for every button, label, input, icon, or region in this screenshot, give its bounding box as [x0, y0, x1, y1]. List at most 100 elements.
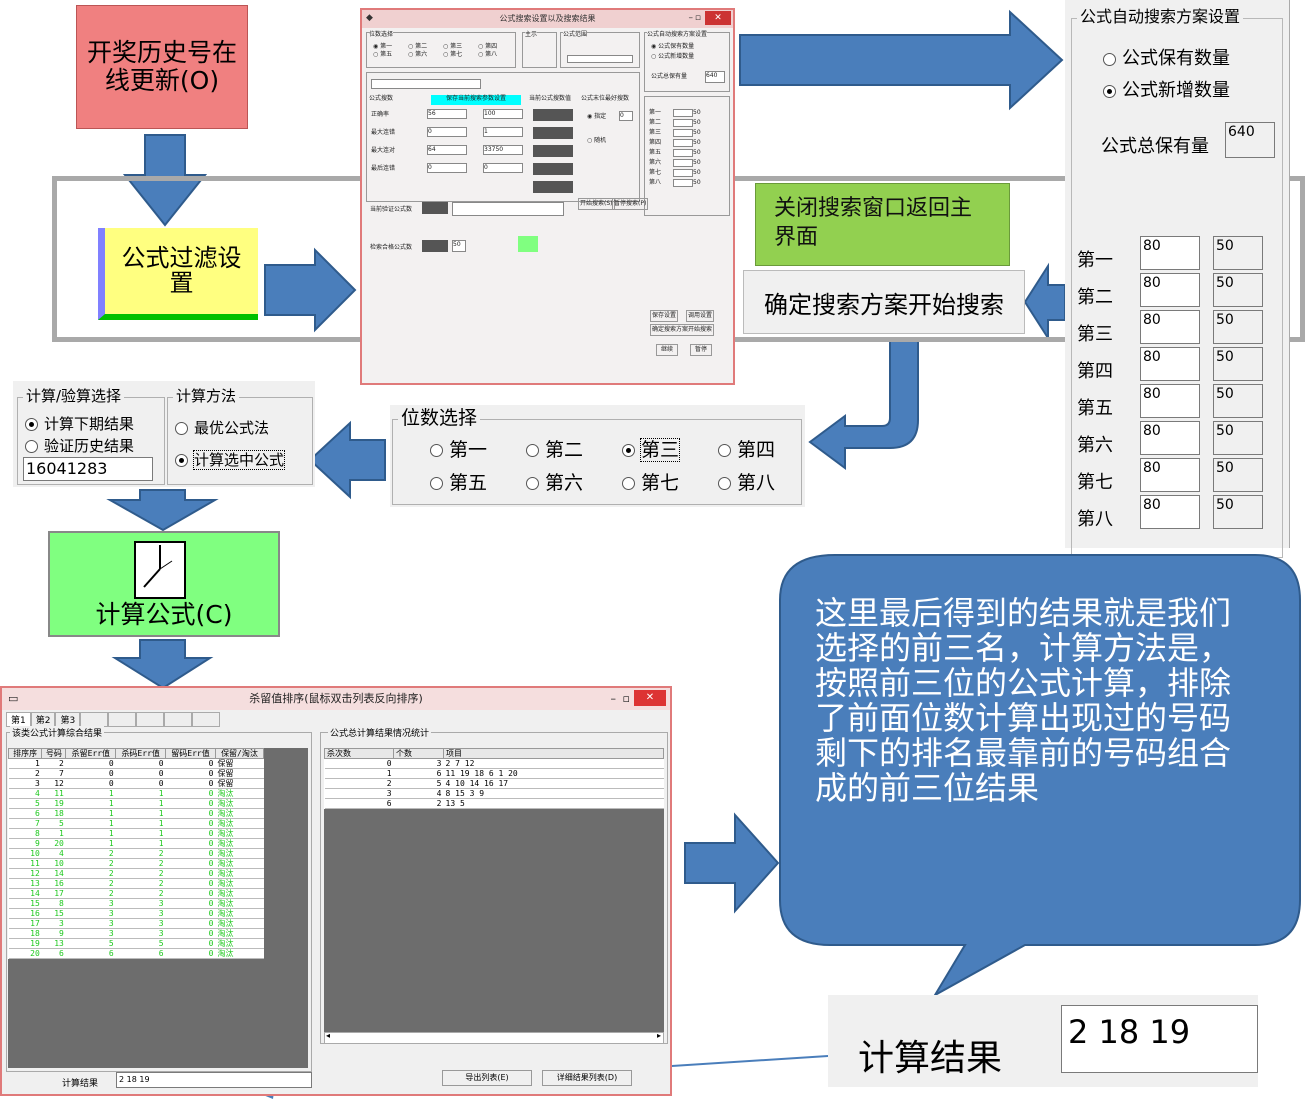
auto-row-keep-input[interactable]: 80 [1140, 310, 1200, 344]
auto-total-value[interactable]: 640 [1225, 122, 1275, 158]
mini-pos-8[interactable]: ○ 第八 [478, 51, 498, 58]
column-header[interactable]: 保留/淘汰 [214, 748, 265, 759]
position-option[interactable]: 第三 [622, 435, 718, 462]
close-icon[interactable]: ✕ [705, 11, 731, 25]
maximize-icon[interactable]: ▫ [694, 13, 701, 23]
result-zoom-value[interactable]: 2 18 19 [1061, 1005, 1258, 1073]
column-header[interactable]: 杀码Err值 [115, 748, 167, 759]
auto-row-new-input[interactable]: 50 [1213, 458, 1263, 492]
auto-row-keep-input[interactable]: 80 [1140, 421, 1200, 455]
position-option[interactable]: 第四 [718, 435, 814, 462]
mini-row-from[interactable]: 0 [427, 127, 467, 137]
mini-save-params[interactable]: 保存当前搜索参数设置 [431, 95, 521, 105]
mini-pos-4[interactable]: ○ 第四 [478, 43, 498, 50]
column-header[interactable]: 号码 [41, 748, 67, 759]
mini-row-to[interactable]: 33750 [483, 145, 523, 155]
maximize-icon[interactable]: ▫ [622, 692, 630, 705]
mini-restore-button[interactable]: 调用设置 [686, 310, 715, 322]
mini-confirm-button[interactable]: 确定搜索方案开始搜索 [650, 324, 715, 336]
mini-row-from[interactable]: 0 [427, 163, 467, 173]
position-option[interactable]: 第五 [430, 468, 526, 495]
mini-pos-6[interactable]: ○ 第六 [408, 51, 428, 58]
result-tab[interactable]: 第2 [30, 712, 56, 727]
mini-row-to[interactable]: 100 [483, 109, 523, 119]
mini-stop-button[interactable]: 暂停 [690, 344, 713, 356]
auto-row-new-input[interactable]: 50 [1213, 236, 1263, 270]
auto-row-keep-input[interactable]: 80 [1140, 458, 1200, 492]
result-tab[interactable]: 第3 [55, 712, 81, 727]
mini-row-from[interactable]: 64 [427, 145, 467, 155]
auto-row-keep-input[interactable]: 80 [1140, 495, 1200, 529]
calc-verify-option[interactable]: 验证历史结果 [25, 435, 134, 456]
mini-auto-keep[interactable]: ◉ 公式保有数量 [651, 43, 695, 50]
auto-keep-option[interactable]: 公式保有数量 [1103, 48, 1230, 70]
formula-filter-button[interactable]: 公式过滤设置 [98, 228, 258, 320]
export-list-button[interactable]: 导出列表(E) [442, 1070, 532, 1086]
mini-pause-button[interactable]: 暂停搜索(P) [612, 198, 649, 210]
position-option[interactable]: 第八 [718, 468, 814, 495]
result-value[interactable]: 2 18 19 [116, 1072, 312, 1088]
position-option[interactable]: 第一 [430, 435, 526, 462]
mini-check-count-value[interactable]: 50 [452, 240, 466, 252]
calc-next-option[interactable]: 计算下期结果 [25, 413, 134, 434]
mini-row-to[interactable]: 1 [483, 127, 523, 137]
auto-row-keep-input[interactable]: 80 [1140, 347, 1200, 381]
position-option[interactable]: 第二 [526, 435, 622, 462]
position-option[interactable]: 第六 [526, 468, 622, 495]
confirm-search-button[interactable]: 确定搜索方案开始搜索 [743, 270, 1025, 334]
minimize-icon[interactable]: – [610, 692, 617, 705]
mini-formula-type[interactable] [452, 202, 564, 216]
auto-row-new-input[interactable]: 50 [1213, 421, 1263, 455]
mini-continue-button[interactable]: 继续 [656, 344, 679, 356]
auto-row-new-input[interactable]: 50 [1213, 384, 1263, 418]
mini-param-slider[interactable] [371, 79, 481, 89]
selected-formula-option[interactable]: 计算选中公式 [175, 449, 286, 470]
column-header[interactable]: 留码Err值 [165, 748, 216, 759]
detail-list-button[interactable]: 详细结果列表(D) [542, 1070, 632, 1086]
auto-row-new-input[interactable]: 50 [1213, 347, 1263, 381]
period-input[interactable]: 16041283 [23, 457, 153, 481]
auto-row-keep-input[interactable]: 80 [1140, 384, 1200, 418]
horizontal-scrollbar[interactable]: ◂▸ [324, 1031, 664, 1044]
mini-auto-new[interactable]: ○ 公式新增数量 [651, 53, 695, 60]
mini-mode-random[interactable]: ○ 随机 [587, 137, 607, 144]
mini-save-button[interactable]: 保存设置 [650, 310, 679, 322]
mini-mode-fixed-value[interactable]: 0 [619, 111, 633, 121]
mini-start-button[interactable]: 开始搜索(S) [578, 198, 615, 210]
auto-row-new-input[interactable]: 50 [1213, 310, 1263, 344]
mini-pos-2[interactable]: ○ 第二 [408, 43, 428, 50]
result-tab[interactable]: 第1 [6, 712, 31, 727]
mini-mode-fixed[interactable]: ◉ 指定 [587, 113, 607, 120]
close-icon[interactable]: ✕ [634, 690, 666, 706]
column-header[interactable]: 杀留Err值 [65, 748, 117, 759]
best-formula-option[interactable]: 最优公式法 [175, 417, 269, 438]
column-header[interactable]: 杀次数 [323, 748, 395, 759]
mini-pos-5[interactable]: ○ 第五 [373, 51, 393, 58]
column-header[interactable]: 排序序 [7, 748, 43, 759]
mini-pos-7[interactable]: ○ 第七 [443, 51, 463, 58]
